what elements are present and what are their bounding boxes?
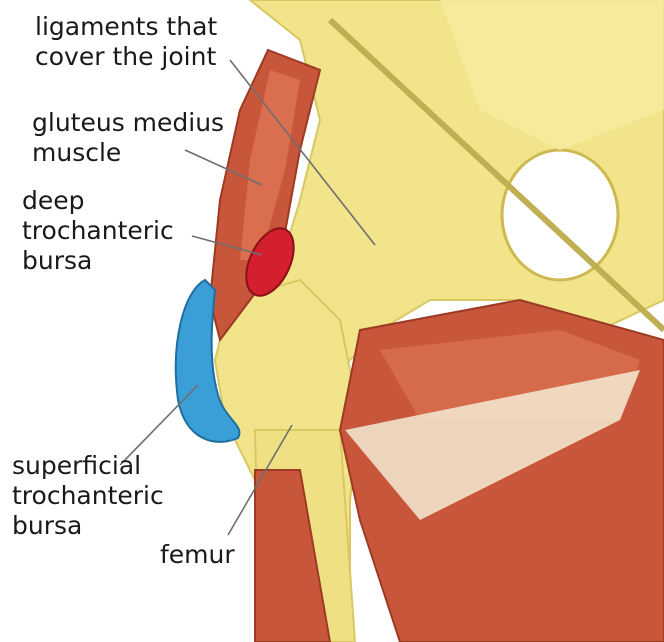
label-ligaments: ligaments that cover the joint — [35, 12, 217, 72]
label-deep-bursa-line3: bursa — [22, 246, 174, 276]
label-ligaments-line1: ligaments that — [35, 12, 217, 42]
label-deep-bursa-line2: trochanteric — [22, 216, 174, 246]
label-ligaments-line2: cover the joint — [35, 42, 217, 72]
label-superficial-bursa-line3: bursa — [12, 511, 164, 541]
label-femur: femur — [160, 540, 235, 570]
label-superficial-bursa-line2: trochanteric — [12, 481, 164, 511]
label-femur-line1: femur — [160, 540, 235, 570]
label-superficial-bursa-line1: superficial — [12, 451, 164, 481]
label-deep-bursa-line1: deep — [22, 186, 174, 216]
label-gluteus-line2: muscle — [32, 138, 224, 168]
label-gluteus-line1: gluteus medius — [32, 108, 224, 138]
label-gluteus: gluteus medius muscle — [32, 108, 224, 168]
label-superficial-bursa: superficial trochanteric bursa — [12, 451, 164, 541]
obturator-foramen — [502, 150, 618, 280]
label-deep-bursa: deep trochanteric bursa — [22, 186, 174, 276]
